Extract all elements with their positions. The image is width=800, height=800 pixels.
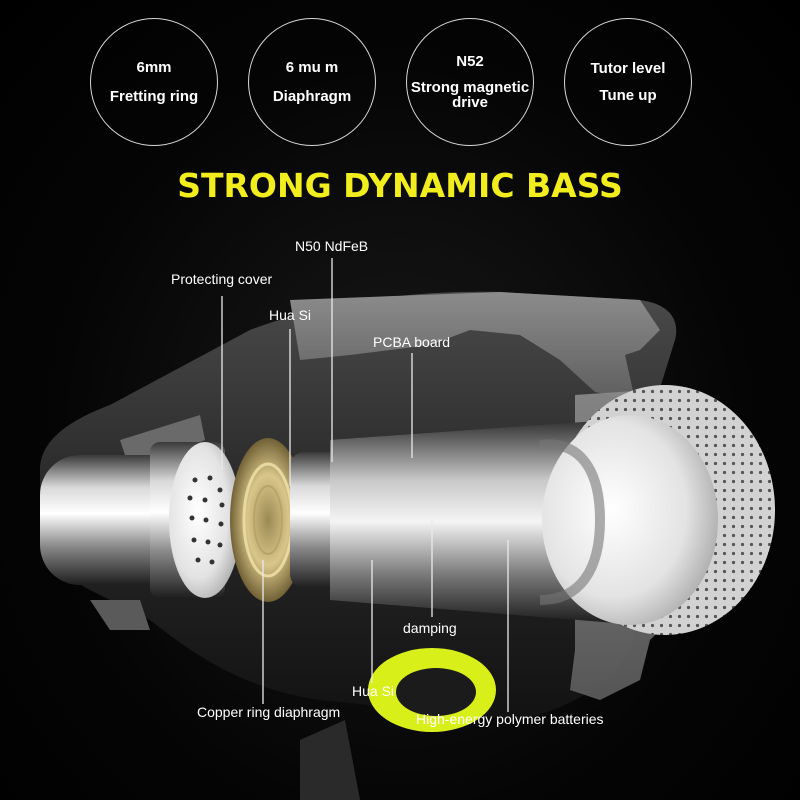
label-hua-si-top: Hua Si: [269, 307, 312, 323]
feature-caption: Strong magnetic drive: [410, 79, 530, 111]
label-damping: damping: [403, 620, 457, 636]
feature-fretting-ring: 6mm Fretting ring: [90, 18, 218, 146]
label-polymer-batteries: High-energy polymer batteries: [416, 711, 604, 727]
feature-value: N52: [456, 53, 484, 71]
label-pcba-board: PCBA board: [373, 334, 451, 350]
feature-caption: Diaphragm: [272, 88, 352, 105]
battery-edge: [539, 439, 606, 605]
leader-lines: [221, 258, 509, 712]
label-n50-ndfeb: N50 NdFeB: [295, 238, 369, 254]
label-hua-si-bottom: Hua Si: [352, 683, 395, 699]
feature-value: Tutor level: [590, 60, 666, 77]
label-protecting-cover: Protecting cover: [171, 271, 273, 287]
cover-holes: [187, 475, 225, 565]
feature-tune-up: Tutor level Tune up: [564, 18, 692, 146]
feature-value: 6 mu m: [285, 59, 339, 76]
accent-ring-hole: [396, 668, 476, 716]
feature-value: 6mm: [136, 59, 172, 76]
feature-diaphragm: 6 mu m Diaphragm: [248, 18, 376, 146]
shell-lip-bottom: [90, 600, 150, 630]
feature-caption: Tune up: [599, 87, 657, 104]
feature-magnetic-drive: N52 Strong magnetic drive: [406, 18, 534, 146]
feature-caption: Fretting ring: [109, 88, 199, 105]
copper-ring-diaphragm: [230, 438, 306, 602]
shell-cut-section: [290, 292, 660, 400]
diaphragm-inner-ring: [253, 485, 283, 555]
cable-stem: [300, 720, 360, 800]
headline: STRONG DYNAMIC BASS: [177, 166, 623, 205]
label-copper-ring-diaphragm: Copper ring diaphragm: [197, 704, 341, 720]
